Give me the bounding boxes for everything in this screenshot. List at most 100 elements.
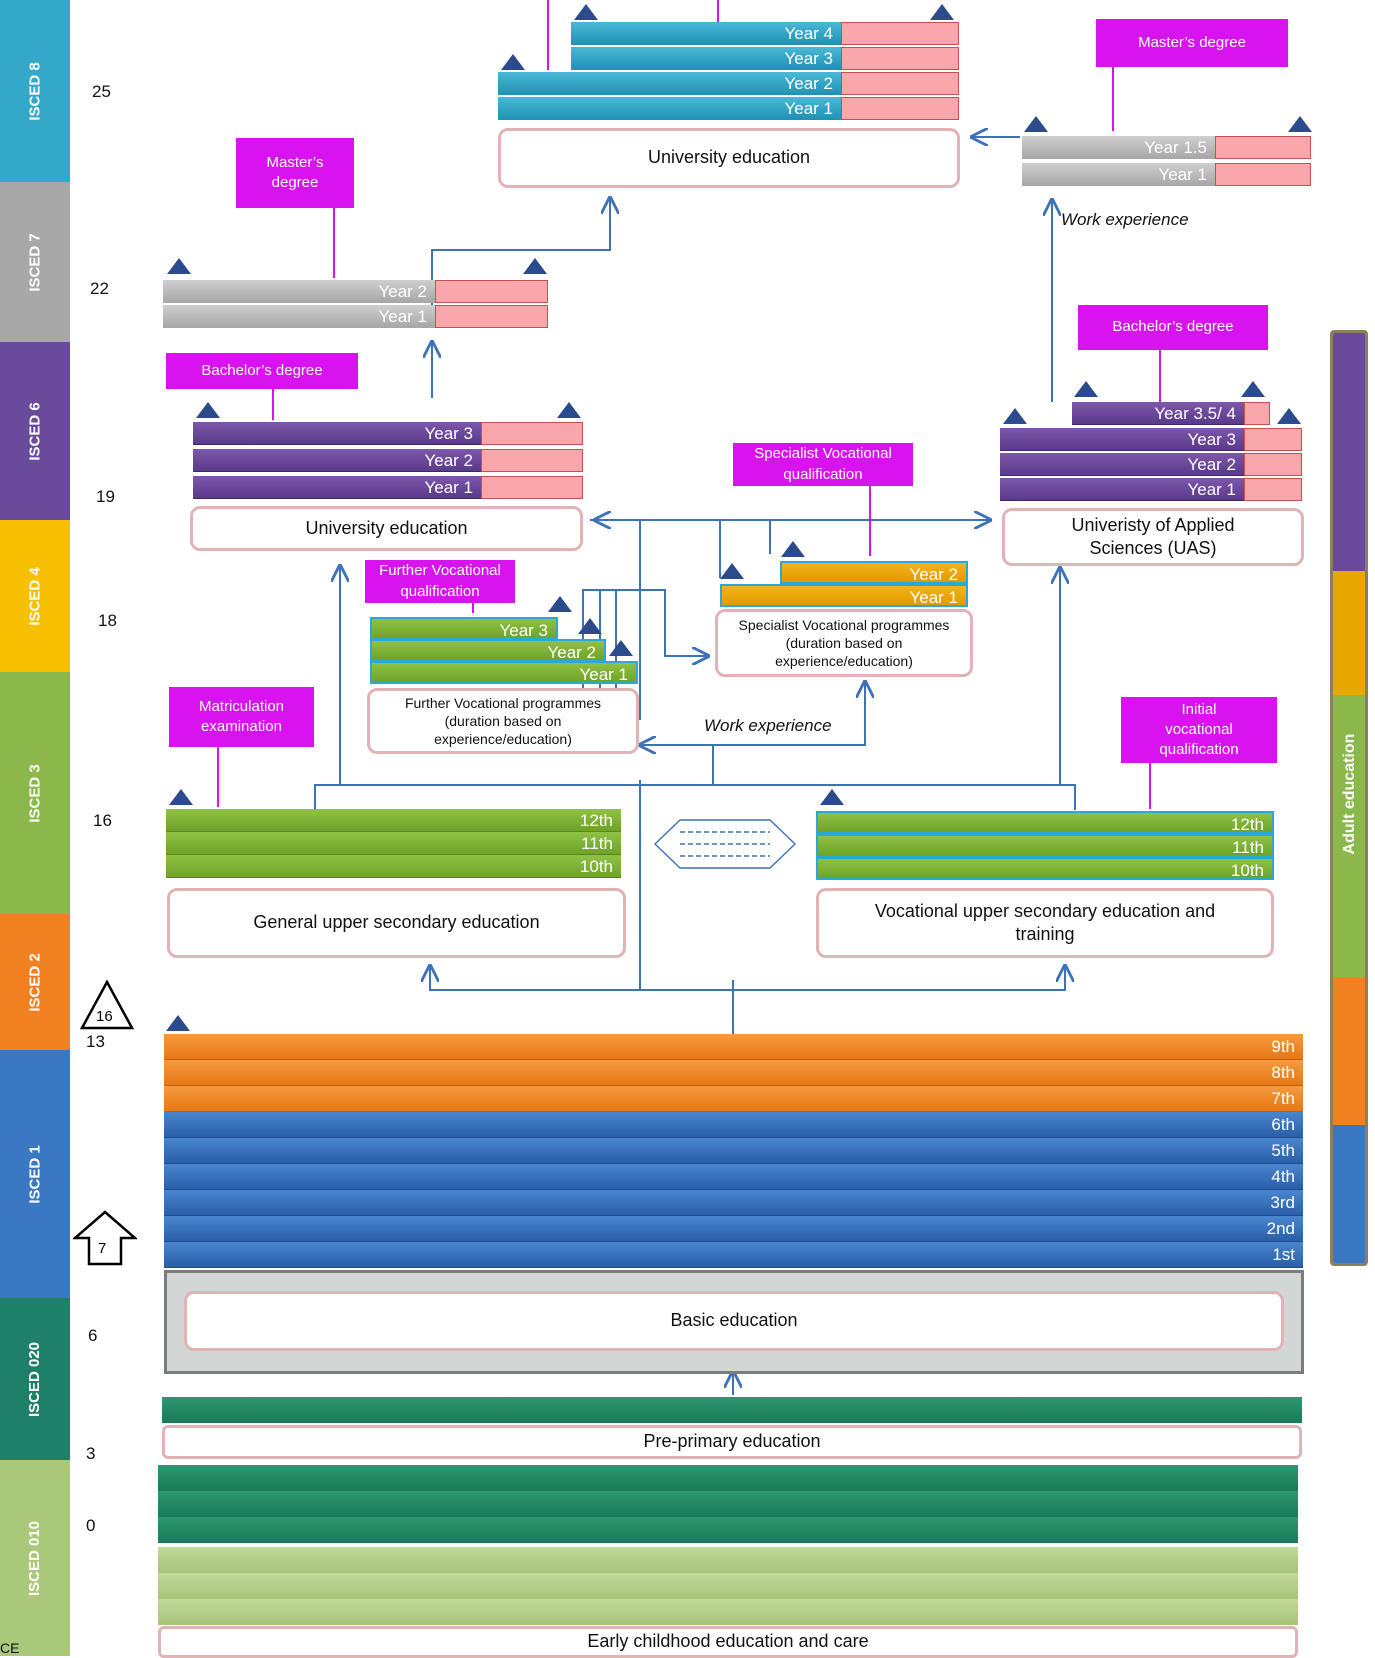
university-bachelor-end-triangle-icon: [557, 402, 581, 418]
doctoral-year2: Year 2: [498, 72, 841, 95]
university-bachelor-qualification: Bachelor’s degree: [166, 353, 358, 389]
ecec-stripe-6: [158, 1599, 1298, 1625]
doctoral-year4: Year 4: [571, 22, 841, 45]
university-master-year2: Year 2: [163, 280, 435, 303]
age-16: 16: [93, 811, 112, 830]
age-25: 25: [92, 82, 111, 101]
general-upper-12th: 12th: [166, 809, 621, 832]
specialist-year1-triangle-icon: [720, 563, 744, 579]
age-18: 18: [98, 611, 117, 630]
uas-education-box: Univeristy of Applied Sciences (UAS): [1002, 508, 1304, 566]
matriculation-examination: Matriculation examination: [169, 687, 314, 747]
isced-6-band: ISCED 6: [0, 342, 70, 520]
isced-020-band: ISCED 020: [0, 1298, 70, 1460]
further-year1-triangle-icon: [609, 640, 633, 656]
grade-4th: 4th: [164, 1164, 1303, 1190]
general-upper-10th: 10th: [166, 855, 621, 878]
pre-primary-box: Pre-primary education: [162, 1425, 1302, 1459]
general-upper-11th: 11th: [166, 832, 621, 855]
isced-010-band: ISCED 010: [0, 1460, 70, 1656]
basic-education-box: Basic education: [184, 1291, 1284, 1351]
university-master-year2-extension: [435, 280, 548, 303]
doctoral-year3-extension: [841, 47, 959, 70]
uas-master-year1-extension: [1215, 163, 1311, 186]
school-start-arrow: 7: [71, 1210, 139, 1266]
vocational-upper-11th: 11th: [816, 834, 1274, 857]
isced-4-band: ISCED 4: [0, 520, 70, 672]
adult-education-label: Adult education: [1341, 733, 1358, 855]
age-19: 19: [96, 487, 115, 506]
general-upper-secondary-box: General upper secondary education: [167, 888, 626, 958]
age-0: 0: [86, 1516, 96, 1535]
uas-master-end-triangle-icon: [1288, 116, 1312, 132]
grade-5th: 5th: [164, 1138, 1303, 1164]
source-credit: CE: [0, 1640, 20, 1656]
ecec-stripe-1: [158, 1465, 1298, 1491]
up-arrow-icon: [71, 1210, 139, 1266]
grade-2nd: 2nd: [164, 1216, 1303, 1242]
specialist-year2-triangle-icon: [781, 541, 805, 557]
ecec-stripe-5: [158, 1573, 1298, 1599]
vocational-upper-10th: 10th: [816, 857, 1274, 880]
uas-master-qualification: Master’s degree: [1096, 19, 1288, 67]
doctoral-year1: Year 1: [498, 97, 841, 120]
work-experience-vocational: Work experience: [704, 716, 832, 735]
school-start-age: 7: [98, 1240, 107, 1257]
uas-bachelor-year2: Year 2: [1000, 453, 1244, 476]
doctoral-entry-triangle-icon: [501, 54, 525, 70]
uas-bachelor-year3-5: Year 3.5/ 4: [1072, 402, 1244, 425]
initial-vocational-qualification: Initial vocational qualification: [1121, 697, 1277, 763]
uas-master-year1: Year 1: [1022, 163, 1215, 186]
uas-master-year1-5-extension: [1215, 136, 1311, 159]
ecec-box: Early childhood education and care: [158, 1626, 1298, 1658]
vocational-upper-12th: 12th: [816, 811, 1274, 834]
age-13: 13: [86, 1032, 105, 1051]
doctoral-year2-extension: [841, 72, 959, 95]
pre-primary-stripe: [162, 1397, 1302, 1423]
double-arrow-icon: [653, 819, 797, 869]
work-experience-uas: Work experience: [1061, 210, 1189, 229]
isced-2-band: ISCED 2: [0, 914, 70, 1050]
grade-1st: 1st: [164, 1242, 1303, 1268]
university-master-qualification: Master’s degree: [236, 138, 354, 208]
isced-8-band: ISCED 8: [0, 0, 70, 182]
isced-3-band: ISCED 3: [0, 672, 70, 914]
university-master-end-triangle-icon: [523, 258, 547, 274]
doctoral-year1-extension: [841, 97, 959, 120]
further-year2-triangle-icon: [578, 618, 602, 634]
grade-3rd: 3rd: [164, 1190, 1303, 1216]
uas-bachelor-year3-extension: [1244, 428, 1302, 451]
university-master-year1-extension: [435, 305, 548, 328]
isced-7-band: ISCED 7: [0, 182, 70, 342]
uas-bachelor-year1: Year 1: [1000, 478, 1244, 501]
warning-triangle-icon: [79, 979, 135, 1030]
specialist-vocational-qualification: Specialist Vocational qualification: [733, 443, 913, 486]
uas-bachelor-year3-5-extension: [1244, 402, 1270, 425]
vocational-upper-secondary-box: Vocational upper secondary education and…: [816, 888, 1274, 958]
uas-master-start-triangle-icon: [1024, 116, 1048, 132]
university-bachelor-year1-extension: [481, 476, 583, 499]
specialist-vocational-box: Specialist Vocational programmes (durati…: [715, 609, 973, 677]
uas-bachelor-year3: Year 3: [1000, 428, 1244, 451]
grade-8th: 8th: [164, 1060, 1303, 1086]
age-3: 3: [86, 1444, 96, 1463]
doctoral-end-triangle-icon: [930, 4, 954, 20]
specialist-year2: Year 2: [780, 561, 968, 584]
uas-year3-5-end-triangle-icon: [1241, 381, 1265, 397]
doctoral-year4-extension: [841, 22, 959, 45]
university-bachelor-year2-extension: [481, 449, 583, 472]
age-22: 22: [90, 279, 109, 298]
further-vocational-box: Further Vocational programmes (duration …: [367, 688, 639, 754]
further-year3-triangle-icon: [548, 596, 572, 612]
adult-education-column: [1330, 330, 1368, 1266]
university-bachelor-start-triangle-icon: [196, 402, 220, 418]
isced-1-band: ISCED 1: [0, 1050, 70, 1298]
grade-6th: 6th: [164, 1112, 1303, 1138]
university-bachelor-year3-extension: [481, 422, 583, 445]
university-master-start-triangle-icon: [167, 258, 191, 274]
uas-bachelor-year1-extension: [1244, 478, 1302, 501]
grade-7th: 7th: [164, 1086, 1303, 1112]
ecec-stripe-3: [158, 1517, 1298, 1543]
further-year2: Year 2: [370, 639, 606, 662]
